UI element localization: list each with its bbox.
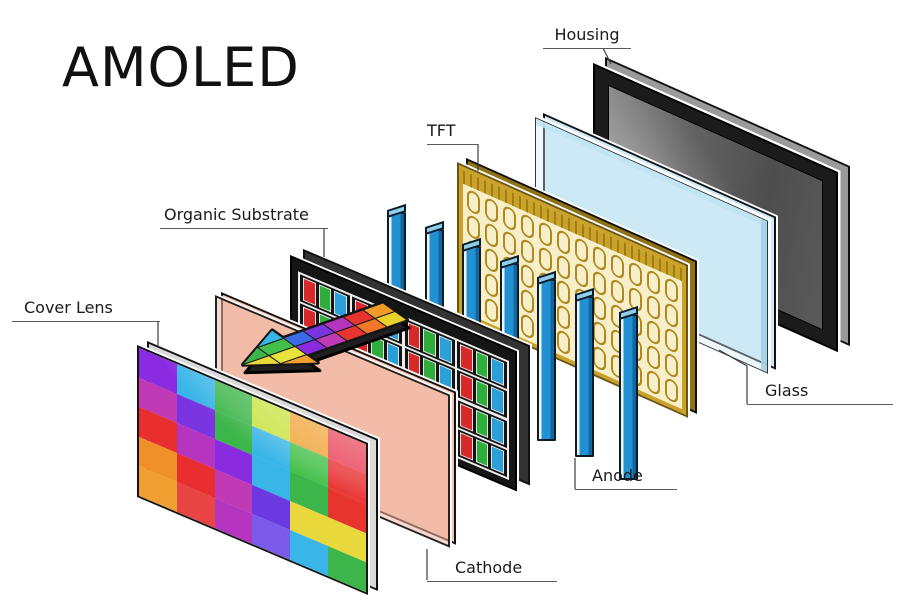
anode-bar-cap — [462, 237, 481, 253]
tft-label: TFT — [427, 121, 478, 145]
substrate-stripe — [386, 313, 400, 342]
diagram-title: AMOLED — [62, 36, 300, 99]
substrate-stripe — [407, 321, 421, 351]
substrate-stripe — [303, 277, 316, 306]
anode-bar — [537, 270, 556, 441]
substrate-stripe — [460, 373, 473, 402]
cover-lens-label: Cover Lens — [12, 298, 160, 322]
substrate-stripe — [460, 432, 473, 461]
cover-lens-label-text: Cover Lens — [24, 298, 113, 317]
substrate-stripe — [491, 416, 504, 445]
anode-bar — [575, 287, 594, 457]
anode-bar-cap — [425, 220, 444, 236]
anode-bar-cap — [575, 287, 594, 303]
substrate-stripe — [491, 357, 504, 386]
substrate-stripe — [460, 344, 473, 373]
substrate-stripe — [475, 350, 489, 380]
cathode-label: Cathode — [427, 558, 557, 582]
substrate-stripe — [491, 445, 504, 474]
anode-bar-cap — [537, 270, 556, 286]
anode-bar-cap — [619, 305, 638, 321]
tft-label-text: TFT — [427, 121, 456, 140]
housing-label-text: Housing — [554, 25, 620, 44]
substrate-stripe — [475, 409, 489, 438]
organic-substrate-label: Organic Substrate — [160, 205, 328, 229]
cathode-label-text: Cathode — [455, 558, 523, 577]
housing-label: Housing — [543, 25, 631, 49]
anode-label: Anode — [575, 466, 677, 490]
substrate-stripe — [475, 438, 489, 468]
substrate-stripe — [491, 386, 504, 416]
anode-bar-cap — [387, 203, 406, 219]
substrate-stripe — [355, 299, 368, 328]
anode-bar — [619, 305, 638, 480]
substrate-stripe — [439, 335, 452, 364]
substrate-stripe — [318, 284, 332, 313]
substrate-stripe — [423, 328, 436, 357]
substrate-stripe — [371, 306, 384, 335]
glass-label: Glass — [747, 381, 893, 405]
substrate-stripe — [334, 290, 347, 320]
glass-label-text: Glass — [765, 381, 809, 400]
substrate-stripe — [460, 402, 473, 432]
anode-label-text: Anode — [592, 466, 643, 485]
anode-bar-cap — [500, 254, 519, 270]
substrate-stripe — [475, 380, 489, 409]
organic-substrate-label-text: Organic Substrate — [164, 205, 309, 224]
